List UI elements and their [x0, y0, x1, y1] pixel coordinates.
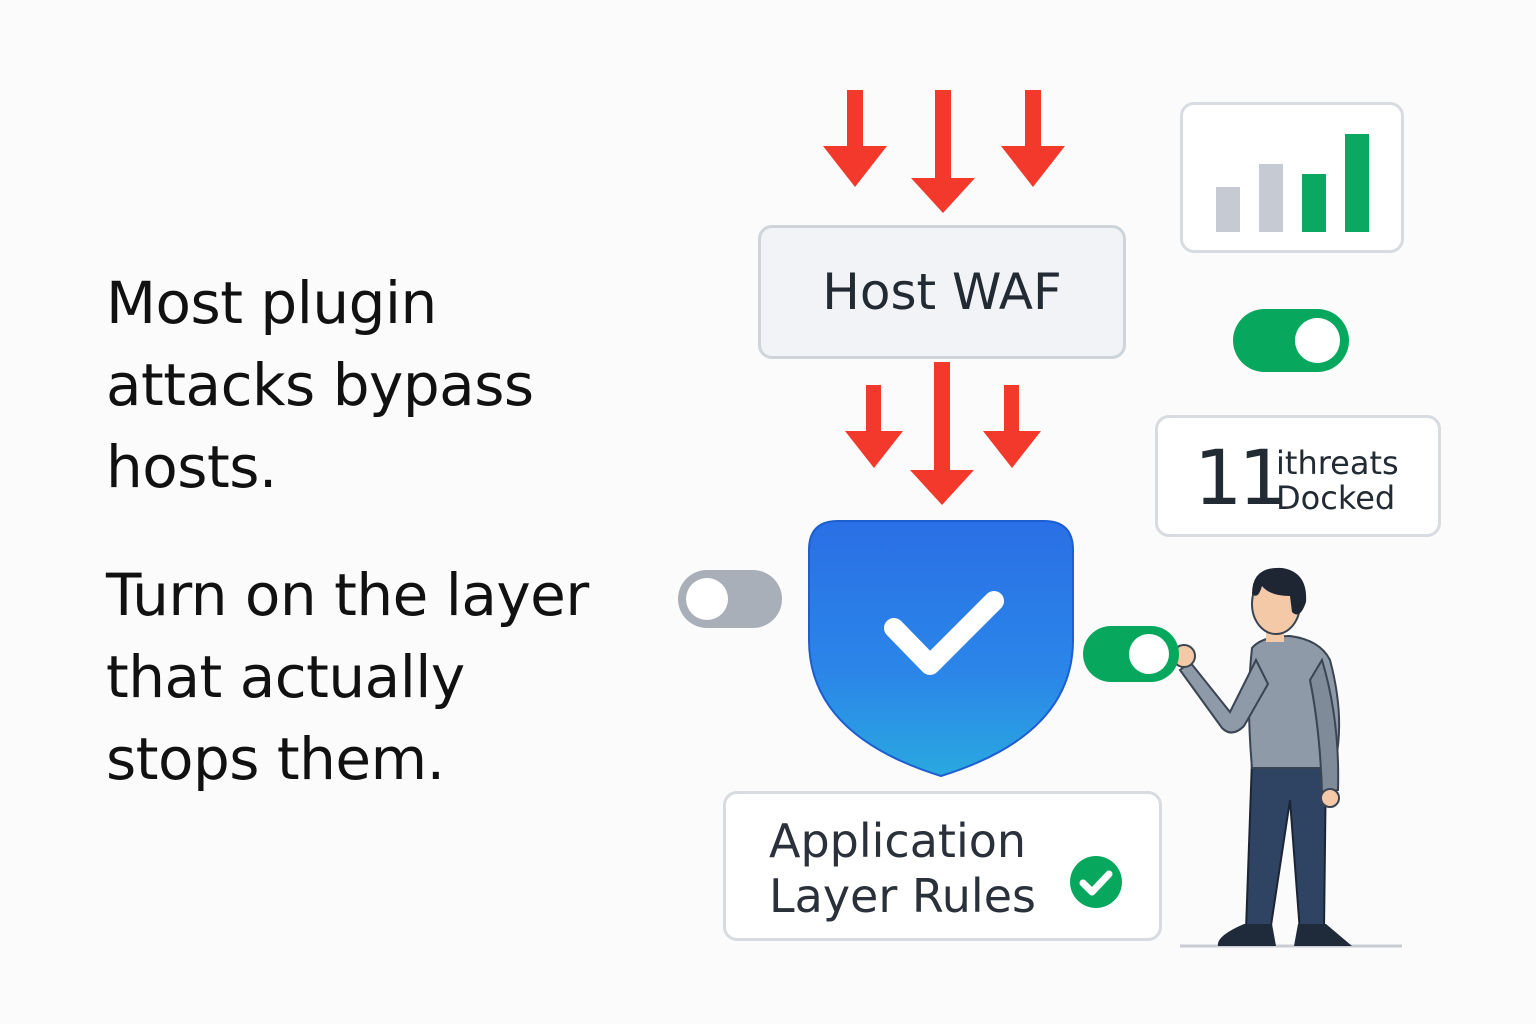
- host-waf-box: Host WAF: [758, 225, 1126, 359]
- attack-arrow-icon: [983, 385, 1041, 468]
- attack-arrows-bottom: [845, 362, 1041, 505]
- threat-label-line1: ithreats: [1276, 444, 1399, 482]
- rules-label-line2: Layer Rules: [769, 869, 1036, 923]
- threat-label-line2: Docked: [1276, 479, 1396, 517]
- stats-bar: [1259, 164, 1283, 232]
- headline-paragraph-1: Most plugin attacks bypass hosts.: [106, 262, 534, 508]
- attack-arrow-icon: [845, 385, 903, 468]
- headline-line: that actually: [106, 643, 465, 711]
- toggle-knob: [1129, 634, 1169, 674]
- attack-arrow-icon: [911, 90, 975, 213]
- stats-bar: [1216, 187, 1240, 232]
- person-illustration: [1172, 567, 1352, 946]
- threat-count: 11: [1194, 433, 1287, 522]
- headline-line: attacks bypass: [106, 351, 534, 419]
- threats-blocked-card: 11 ithreats Docked: [1155, 415, 1441, 537]
- stats-bar: [1302, 174, 1326, 232]
- stats-card: [1180, 102, 1404, 253]
- rules-label: Application Layer Rules: [769, 814, 1036, 924]
- stats-bar: [1345, 134, 1369, 232]
- toggle-knob: [1295, 318, 1340, 363]
- host-waf-label: Host WAF: [822, 263, 1062, 321]
- application-layer-rules-card: Application Layer Rules: [723, 791, 1162, 941]
- headline-line: hosts.: [106, 433, 277, 501]
- toggle-switch-off[interactable]: [678, 570, 782, 628]
- headline-line: Turn on the layer: [106, 561, 589, 629]
- attack-arrow-icon: [1001, 90, 1065, 187]
- toggle-knob: [686, 578, 728, 620]
- attack-arrows-top: [823, 90, 1065, 213]
- attack-arrow-icon: [910, 362, 974, 505]
- toggle-switch-on[interactable]: [1233, 309, 1349, 372]
- attack-arrow-icon: [823, 90, 887, 187]
- threat-label: ithreats Docked: [1276, 446, 1399, 516]
- bar-chart-icon: [1216, 134, 1369, 232]
- rules-label-line1: Application: [769, 814, 1027, 868]
- shield-check-icon: [808, 520, 1074, 778]
- headline-line: stops them.: [106, 725, 445, 793]
- headline-paragraph-2: Turn on the layer that actually stops th…: [106, 554, 589, 800]
- headline-line: Most plugin: [106, 269, 437, 337]
- toggle-switch-on-shield[interactable]: [1083, 626, 1179, 682]
- check-circle-icon: [1070, 856, 1122, 908]
